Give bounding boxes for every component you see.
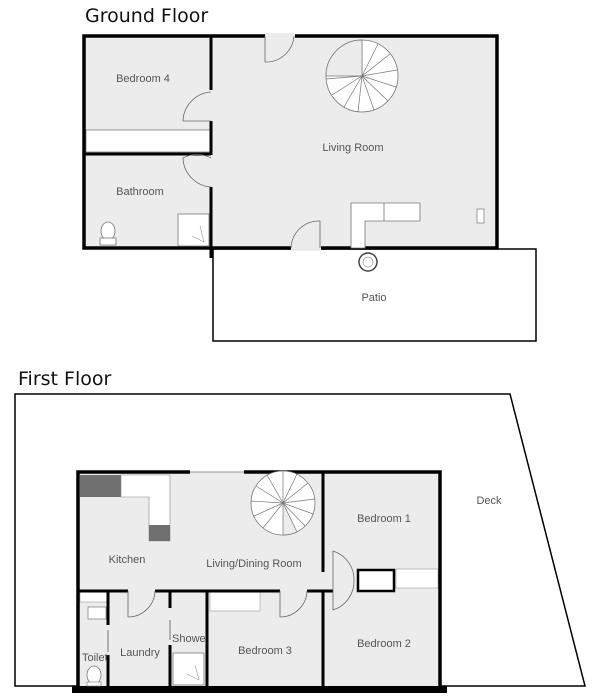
room-label-toilet: Toilet [82, 652, 108, 664]
room-label-shower: Showe [172, 633, 206, 645]
room-label-deck: Deck [476, 495, 502, 507]
room-label-kitchen: Kitchen [109, 554, 146, 566]
bedroom4-closet [85, 129, 211, 153]
spiral-staircase-first-floor [250, 470, 316, 536]
room-label-laundry: Laundry [120, 647, 160, 659]
laundry-door [127, 590, 156, 618]
bedroom-closet-b [395, 568, 439, 589]
shower-icon-first-floor [172, 652, 205, 686]
bathroom-door [182, 154, 212, 188]
living-room-counter [350, 202, 421, 249]
wall-panel-icon [476, 208, 485, 224]
bedroom-closet-a [356, 568, 396, 593]
bedroom3-door [279, 590, 308, 618]
sink-icon [87, 606, 107, 620]
room-label-bedroom2: Bedroom 2 [357, 638, 411, 650]
first-floor-outer-wall [76, 470, 442, 689]
kitchen-counter-dark [80, 475, 121, 497]
room-label-living-room: Living Room [322, 142, 383, 154]
room-label-patio: Patio [361, 292, 386, 304]
kitchen-island-dark [149, 525, 170, 541]
toilet-icon [99, 221, 117, 246]
room-label-bedroom3: Bedroom 3 [238, 645, 292, 657]
first-floor-bottom-wall [72, 686, 447, 693]
spiral-staircase [325, 39, 399, 113]
room-label-living-dining: Living/Dining Room [206, 558, 301, 570]
bedroom-double-door [332, 550, 355, 611]
grill-icon [358, 252, 378, 272]
first-floor-title: First Floor [18, 368, 111, 390]
bedroom3-closet [209, 591, 261, 612]
toilet-icon-first-floor [86, 665, 102, 687]
top-door-swing [264, 35, 295, 63]
room-label-bathroom: Bathroom [116, 186, 164, 198]
room-label-bedroom1: Bedroom 1 [357, 513, 411, 525]
ground-floor-title: Ground Floor [85, 5, 208, 27]
bedroom4-door [182, 91, 212, 122]
top-door-gap [265, 33, 295, 39]
living-door-swing [290, 220, 321, 249]
room-label-bedroom4: Bedroom 4 [116, 73, 170, 85]
bottom-door-gap [291, 245, 321, 251]
shower-icon [177, 213, 210, 247]
